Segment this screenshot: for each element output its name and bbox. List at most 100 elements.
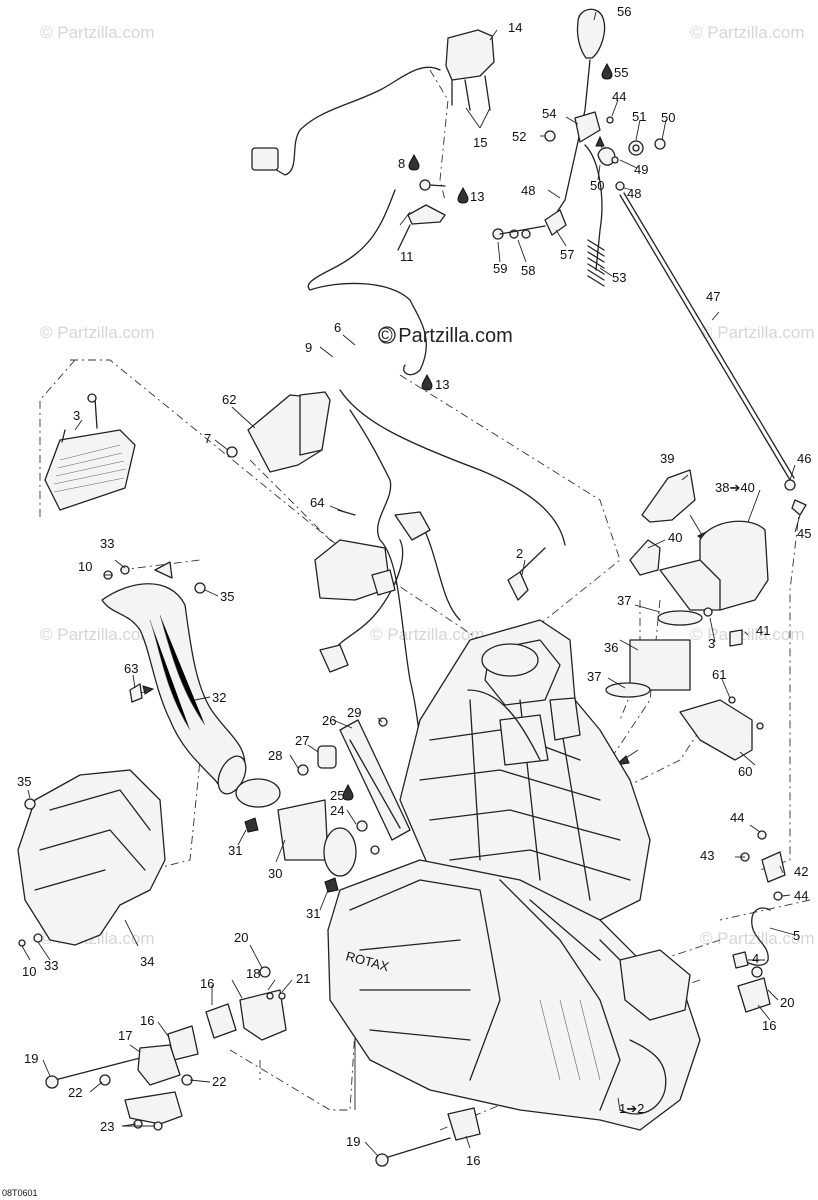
callout-48: 48	[521, 183, 535, 198]
callout-24: 24	[330, 803, 344, 818]
callout-30: 30	[268, 866, 282, 881]
callout-16: 16	[466, 1153, 480, 1168]
callout-22: 22	[68, 1085, 82, 1100]
callout-54: 54	[542, 106, 556, 121]
callout-17: 17	[118, 1028, 132, 1043]
callout-38-40: 38➔40	[715, 480, 755, 495]
callout-3: 3	[73, 408, 80, 423]
sealant-drop-icon	[457, 186, 469, 204]
callout-29: 29	[347, 705, 361, 720]
callout-6: 6	[334, 320, 341, 335]
callout-55: 55	[614, 65, 628, 80]
sealant-drop-icon	[342, 783, 354, 801]
watermark-main-group: © Partzilla.com	[378, 325, 513, 347]
callout-15: 15	[473, 135, 487, 150]
callout-22: 22	[212, 1074, 226, 1089]
callout-37: 37	[617, 593, 631, 608]
right-cover-parts	[605, 469, 769, 761]
callout-27: 27	[295, 733, 309, 748]
callout-49: 49	[634, 162, 648, 177]
watermark-faint: © Partzilla.com	[40, 23, 155, 42]
callout-25: 25	[330, 788, 344, 803]
watermark-faint: © Partzilla.com	[690, 23, 805, 42]
callout-4: 4	[752, 951, 759, 966]
callout-46: 46	[797, 451, 811, 466]
callout-11: 11	[400, 249, 414, 264]
callout-60: 60	[738, 764, 752, 779]
sensor-cable-assembly	[397, 29, 495, 251]
callout-19: 19	[346, 1134, 360, 1149]
diagram-code: 08T0601	[2, 1188, 38, 1198]
callout-44: 44	[612, 89, 626, 104]
callout-10: 10	[78, 559, 92, 574]
wiring-harness-group	[251, 66, 566, 801]
callout-19: 19	[24, 1051, 38, 1066]
callout-61: 61	[712, 667, 726, 682]
callout-56: 56	[617, 4, 631, 19]
sealant-icons	[342, 62, 613, 801]
callout-21: 21	[296, 971, 310, 986]
callout-37: 37	[587, 669, 601, 684]
callout-44: 44	[730, 810, 744, 825]
watermark-faint: © Partzilla.com	[40, 625, 155, 644]
watermark-faint: © Partzilla.com	[700, 929, 815, 948]
callout-40: 40	[668, 530, 682, 545]
callout-9: 9	[305, 340, 312, 355]
cover-39	[641, 469, 696, 523]
sealant-drop-icon	[601, 62, 613, 80]
callout-8: 8	[398, 156, 405, 171]
callout-35: 35	[17, 774, 31, 789]
callout-16: 16	[140, 1013, 154, 1028]
callout-41: 41	[756, 623, 770, 638]
sealant-drop-icon	[408, 153, 420, 171]
cover-60	[679, 699, 753, 761]
left-mid-parts	[314, 511, 546, 673]
engine-mount-parts	[45, 966, 771, 1167]
callout-33: 33	[44, 958, 58, 973]
callout-13: 13	[470, 189, 484, 204]
leader-lines	[21, 11, 801, 1157]
callout-53: 53	[612, 270, 626, 285]
callout-57: 57	[560, 247, 574, 262]
callout-10: 10	[22, 964, 36, 979]
callout-18: 18	[246, 966, 260, 981]
watermark-faint: © Partzilla.com	[700, 323, 815, 342]
callout-51: 51	[632, 109, 646, 124]
callout-26: 26	[322, 713, 336, 728]
transmission-case: ROTAX	[327, 859, 701, 1131]
callout-42: 42	[794, 864, 808, 879]
callout-32: 32	[212, 690, 226, 705]
callout-7: 7	[204, 431, 211, 446]
right-lower-parts	[732, 830, 786, 969]
sealant-drop-icon	[421, 373, 433, 391]
intake-duct-group	[17, 561, 247, 947]
callout-13: 13	[435, 377, 449, 392]
sensor-housing	[445, 29, 495, 81]
callout-28: 28	[268, 748, 282, 763]
callout-39: 39	[660, 451, 674, 466]
callout-31: 31	[306, 906, 320, 921]
heat-shield-34	[17, 769, 166, 946]
callout-45: 45	[797, 526, 811, 541]
callout-20: 20	[780, 995, 794, 1010]
callout-16: 16	[762, 1018, 776, 1033]
callout-5: 5	[793, 928, 800, 943]
callout-33: 33	[100, 536, 114, 551]
callout-44: 44	[794, 888, 808, 903]
callout-59: 59	[493, 261, 507, 276]
callout-64: 64	[310, 495, 324, 510]
callout-35: 35	[220, 589, 234, 604]
callout-23: 23	[100, 1119, 114, 1134]
callout-34: 34	[140, 954, 154, 969]
callout-58: 58	[521, 263, 535, 278]
callout-14: 14	[508, 20, 522, 35]
callout-62: 62	[222, 392, 236, 407]
callout-3: 3	[708, 636, 715, 651]
watermark-faint: © Partzilla.com	[370, 625, 485, 644]
shift-lever-assembly	[492, 8, 807, 516]
watermark-faint: © Partzilla.com	[40, 323, 155, 342]
engine-block	[399, 619, 651, 921]
callout-50: 50	[661, 110, 675, 125]
callout-31: 31	[228, 843, 242, 858]
